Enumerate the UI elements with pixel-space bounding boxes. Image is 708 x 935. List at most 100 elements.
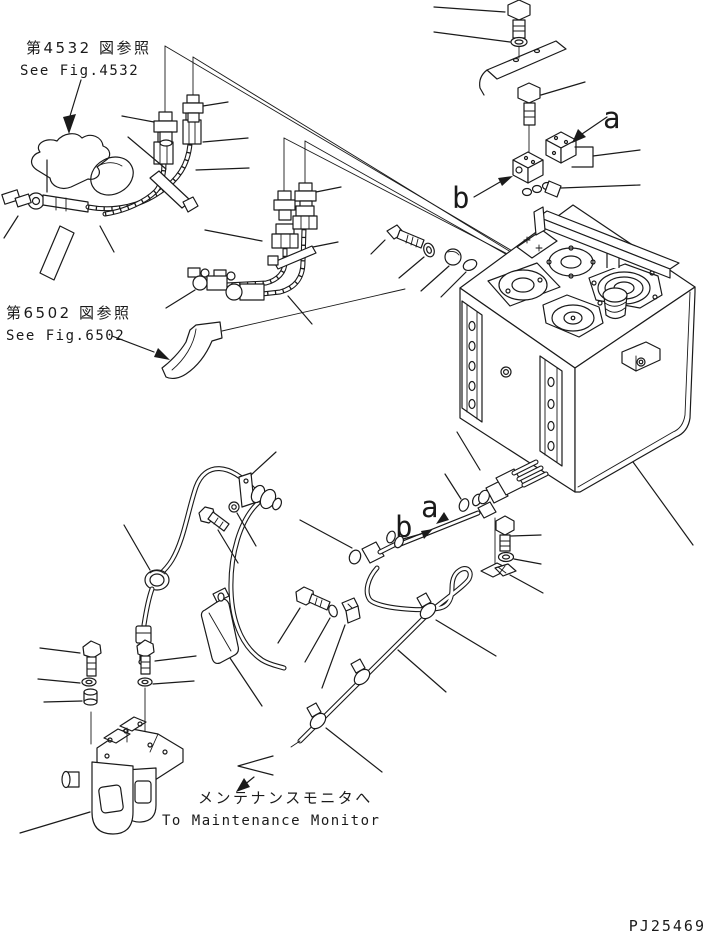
leader <box>632 461 694 546</box>
leader <box>43 700 83 703</box>
leader <box>204 229 263 242</box>
leader <box>433 31 511 43</box>
view-label-a-lower: a <box>421 490 438 524</box>
face-bolt <box>500 366 512 378</box>
hose-d-elbow-cap <box>225 283 243 301</box>
filter-washer-right <box>137 677 153 687</box>
plate-hole <box>512 57 520 63</box>
leader <box>195 167 250 171</box>
label-a-lower-arrowhead <box>436 512 449 524</box>
row-plug <box>462 258 478 272</box>
annotation-fig6502: 第6502 図参照 See Fig.6502 <box>6 288 406 380</box>
tank-corner-hardware-row <box>370 224 478 298</box>
leader <box>123 524 151 571</box>
filter-can-left-label <box>98 784 124 814</box>
leader <box>440 271 467 298</box>
harness-cable-2 <box>228 500 287 671</box>
leader <box>236 512 257 547</box>
cover-front-hole <box>563 311 583 325</box>
leader <box>435 619 497 657</box>
top-rail <box>533 206 680 279</box>
row-washer-hole <box>426 246 432 254</box>
mini-elbow-1 <box>187 267 201 278</box>
leader <box>287 295 313 325</box>
tube-end-block <box>477 501 497 519</box>
block-b <box>512 151 544 184</box>
hose-d-inner <box>260 227 306 296</box>
harness-cable-1-inner <box>154 467 256 580</box>
fig4532-en-text: See Fig.4532 <box>20 63 139 79</box>
bolt2-head <box>517 82 541 104</box>
leader <box>560 184 641 189</box>
tank-right-face <box>574 286 696 493</box>
breather-cap <box>602 287 628 320</box>
cover-back-hole <box>560 255 582 269</box>
hose-c-nipple <box>275 223 295 235</box>
leader <box>509 574 544 594</box>
leader <box>217 529 239 564</box>
left-elbow-fitting-2 <box>14 193 32 208</box>
hose-loop <box>90 156 134 196</box>
leader <box>312 241 339 248</box>
harness-ring <box>228 501 240 513</box>
clamped-cable-inner <box>298 566 472 743</box>
channel-bracket-1 <box>461 300 483 423</box>
cable-clamp-2 <box>350 658 371 686</box>
bolt1-shaft <box>512 19 526 39</box>
bolt-hole <box>597 300 603 306</box>
duct-part <box>161 321 223 380</box>
hose-d-end-nut <box>239 283 265 301</box>
washer-hole <box>85 679 93 685</box>
channel-bracket-2 <box>539 355 563 467</box>
filter-side-nub <box>61 770 80 789</box>
mounting-pad <box>516 229 558 259</box>
bolt-hole <box>568 273 574 279</box>
grommet <box>144 569 170 591</box>
leader <box>202 137 249 143</box>
washer1-hole <box>514 39 524 45</box>
label-b-leader <box>473 181 501 198</box>
long-leader <box>164 45 515 253</box>
leader <box>444 473 462 500</box>
bracket-hole <box>243 478 249 484</box>
top-plate <box>486 40 567 80</box>
hydraulic-tank <box>459 204 696 546</box>
long-leader <box>192 56 520 258</box>
hose-b-inner <box>103 162 166 216</box>
leader <box>152 680 195 685</box>
bolt-hole <box>652 294 658 300</box>
hose-d-nipple <box>295 205 315 217</box>
washer-chain-box <box>544 180 562 198</box>
leader <box>304 617 331 663</box>
leader <box>540 81 586 96</box>
duct-leader <box>221 288 406 332</box>
casting-outline <box>31 133 111 190</box>
leader <box>39 647 81 654</box>
face-bolt-hex <box>503 369 510 376</box>
leader-chevron <box>237 755 274 776</box>
loop-detail <box>99 162 123 167</box>
leader <box>325 727 383 773</box>
bolt-hole <box>505 288 511 294</box>
fig6502-en-text: See Fig.6502 <box>6 328 125 344</box>
view-label-a-upper: a <box>603 101 620 135</box>
harness-bolt <box>198 506 230 532</box>
leader <box>370 239 386 255</box>
leader <box>456 431 481 471</box>
cover-left-ring <box>498 269 548 301</box>
thread <box>410 236 414 246</box>
leader <box>315 186 342 193</box>
annotation-maintenance: メンテナンスモニタへ To Maintenance Monitor <box>162 755 379 829</box>
label-b-arrowhead <box>498 176 513 186</box>
filter-washer-left <box>81 677 97 687</box>
center-hose-assembly <box>165 205 339 325</box>
duct-inner-line <box>171 328 197 371</box>
mini-elbow-1-port <box>200 268 210 278</box>
washer-chain <box>531 184 543 194</box>
harness-ring-hole <box>231 504 237 510</box>
leader <box>37 678 81 684</box>
sensor-tube-assembly: a b <box>277 431 549 773</box>
long-leader-fittings <box>121 45 528 267</box>
